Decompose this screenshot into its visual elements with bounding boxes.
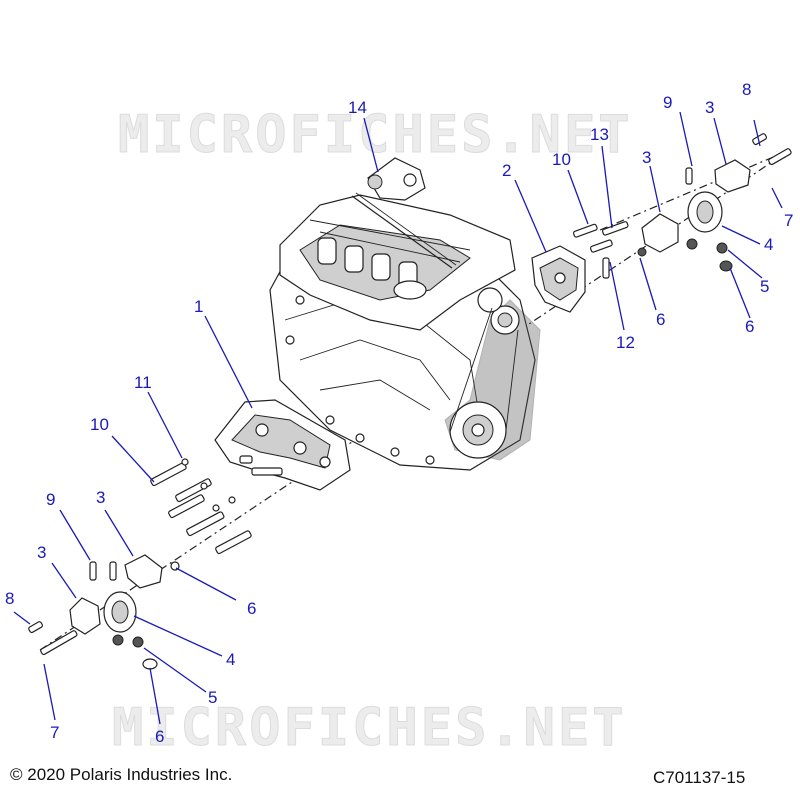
callout-9-lower: 9 [46,490,55,509]
oil-cap [393,280,427,300]
callout-6-lower-b: 6 [155,727,164,746]
callout-4-lower: 4 [226,650,235,669]
part-5-nut-lower [132,636,144,648]
callout-7-lower: 7 [50,723,59,742]
engine-assembly [269,157,541,471]
part-6-nut-lower [142,658,158,670]
callout-10-lower: 10 [90,415,109,434]
callout-labels: 14 9 3 8 13 10 3 2 7 4 5 6 6 12 1 11 10 … [5,80,793,746]
callout-12: 12 [616,333,635,352]
callout-6-lower-a: 6 [247,599,256,618]
engine-fasteners [285,295,435,465]
callout-10-upper: 10 [552,150,571,169]
callout-8-upper: 8 [742,80,751,99]
belt-drive [444,287,541,461]
watermark-bottom: MICROFICHES.NET [112,698,627,758]
callout-1: 1 [194,297,203,316]
callout-3-upper-a: 3 [642,148,651,167]
callout-leaders [13,111,783,725]
part-3-mount-bracket-lower-a [124,554,163,589]
callout-6-upper-right: 6 [745,317,754,336]
part-3-mount-bracket-lower-b [69,597,101,635]
part-2-engine-bracket [531,245,586,313]
callout-5-lower: 5 [208,688,217,707]
part-5-nut-upper [686,238,698,250]
callout-3-lower-a: 3 [96,488,105,507]
callout-3-lower-b: 3 [37,543,46,562]
part-14-sensor [367,157,426,201]
part-1-engine-bracket [214,399,351,491]
callout-9-upper: 9 [663,93,672,112]
callout-13: 13 [590,125,609,144]
part-3-mount-bracket-upper-a [641,213,679,253]
callout-2: 2 [502,161,511,180]
part-6-nut-upper [719,260,733,272]
lower-mount-group [28,554,180,670]
callout-14: 14 [348,98,367,117]
callout-11: 11 [134,373,152,392]
fuel-rail [351,195,453,269]
lower-bolt-set [150,455,283,555]
callout-3-upper-b: 3 [705,98,714,117]
callout-7-upper: 7 [784,211,793,230]
callout-8-lower: 8 [5,589,14,608]
callout-5-upper: 5 [760,277,769,296]
figure-code: C701137-15 [653,768,745,787]
callout-4-upper: 4 [764,235,773,254]
watermark-top: MICROFICHES.NET [118,105,633,165]
copyright-text: © 2020 Polaris Industries Inc. [10,765,232,784]
callout-6-upper-left: 6 [656,310,665,329]
mount-axis-upper [599,149,791,231]
part-3-mount-bracket-upper-b [714,159,751,193]
